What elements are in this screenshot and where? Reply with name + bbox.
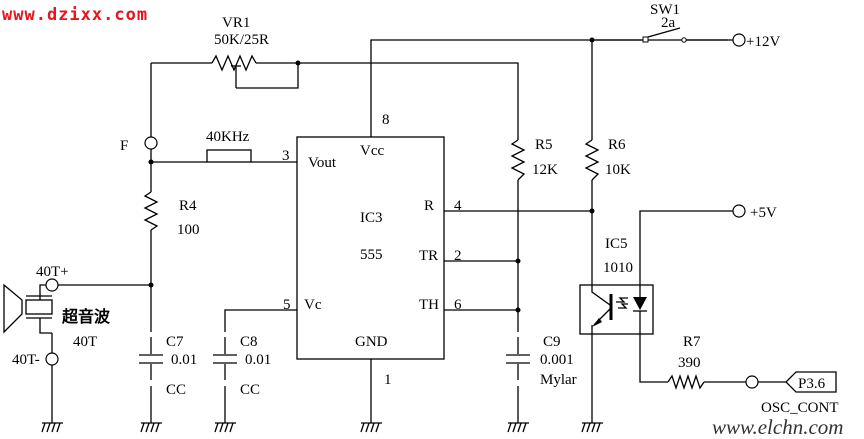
pin-th-num: 6 [454,297,462,313]
ic3-555-timer: Vout 3 Vcc 8 IC3 555 R 4 TR 2 TH 6 Vc 5 … [282,112,462,388]
c8-ref: C8 [240,334,258,350]
transducer-name: 超音波 [61,307,111,326]
r7-ref: R7 [683,334,701,350]
c9-value: 0.001 [540,352,574,368]
c8-value: 0.01 [245,352,271,368]
sw1-switch: SW1 2a [592,2,733,43]
ground-symbol [507,422,529,433]
vr1-ref: VR1 [222,15,250,31]
ic5-optocoupler: IC5 1010 [579,236,668,423]
pin-tr-num: 2 [454,248,462,264]
crystal-40khz [206,149,252,163]
c8-capacitor: C8 0.01 CC [213,309,297,423]
c7-value: 0.01 [171,352,197,368]
port-label: P3.6 [798,376,826,392]
ground-symbol [360,422,382,433]
vr1-potentiometer: VR1 50K/25R [151,15,301,89]
pin-tr-name: TR [419,248,438,264]
watermark-bottom: www.elchn.com [712,415,843,439]
c8-type: CC [240,382,260,398]
terminal-5v [732,204,746,218]
terminal-p36 [745,375,759,389]
node-f-label: F [120,138,128,154]
crystal-value: 40KHz [206,129,250,145]
ground-symbol [140,422,162,433]
r6-ref: R6 [608,137,626,153]
pin-th-name: TH [419,297,439,313]
pin-vcc-name: Vcc [360,143,384,159]
port-signal: OSC_CONT [761,400,839,416]
supply-12v-label: +12V [746,34,780,50]
r7-resistor: R7 390 [667,334,746,391]
junction-dot [515,258,521,264]
ic3-part: 555 [360,247,383,263]
r4-resistor: R4 100 [143,191,200,285]
pin-r-num: 4 [454,198,462,214]
c9-type: Mylar [540,372,577,388]
vr1-value: 50K/25R [214,32,269,48]
terminal-40t-plus [45,278,59,292]
terminal-f [144,136,158,150]
pin-vcc-num: 8 [382,112,390,128]
c7-capacitor: C7 0.01 CC [139,285,197,423]
ultrasonic-transducer: 40T+ 40T- 超音波 40T [3,264,151,423]
c7-ref: C7 [166,334,184,350]
r5-resistor: R5 12K [510,137,558,332]
sw1-ref: SW1 [650,2,680,18]
ground-symbol [581,422,603,433]
ground-symbol [41,422,63,433]
r4-ref: R4 [179,198,197,214]
c7-type: CC [166,382,186,398]
pin-vc-name: Vc [304,297,322,313]
r6-resistor: R6 10K [584,40,631,285]
pin-gnd-num: 1 [384,372,392,388]
pin-gnd-name: GND [355,334,388,350]
transducer-pos-label: 40T+ [36,264,69,280]
pin-vout-name: Vout [308,155,337,171]
pin-vc-num: 5 [283,297,291,313]
transducer-neg-label: 40T- [12,352,40,368]
led-icon [633,297,647,310]
ic3-ref: IC3 [360,210,383,226]
ground-symbol [214,422,236,433]
c9-capacitor: C9 0.001 Mylar [506,334,577,423]
pin-r-name: R [424,198,434,214]
junction-dot [589,208,595,214]
r7-value: 390 [678,355,701,371]
speaker-icon [3,283,23,334]
sw1-value: 2a [661,15,676,31]
supply-5v-label: +5V [750,205,777,221]
junction-dot [515,307,521,313]
r5-ref: R5 [535,137,553,153]
ic5-ref: IC5 [605,236,628,252]
r4-value: 100 [177,222,200,238]
port-connector: P3.6 OSC_CONT [761,371,839,416]
r6-value: 10K [605,162,631,178]
r5-value: 12K [532,162,558,178]
ic5-part: 1010 [603,260,633,276]
pin-vout-num: 3 [282,148,290,164]
terminal-40t-minus [45,352,59,366]
transducer-type: 40T [73,334,97,350]
watermark-top: www.dzixx.com [2,5,148,25]
terminal-12v [732,33,746,47]
c9-ref: C9 [543,334,561,350]
